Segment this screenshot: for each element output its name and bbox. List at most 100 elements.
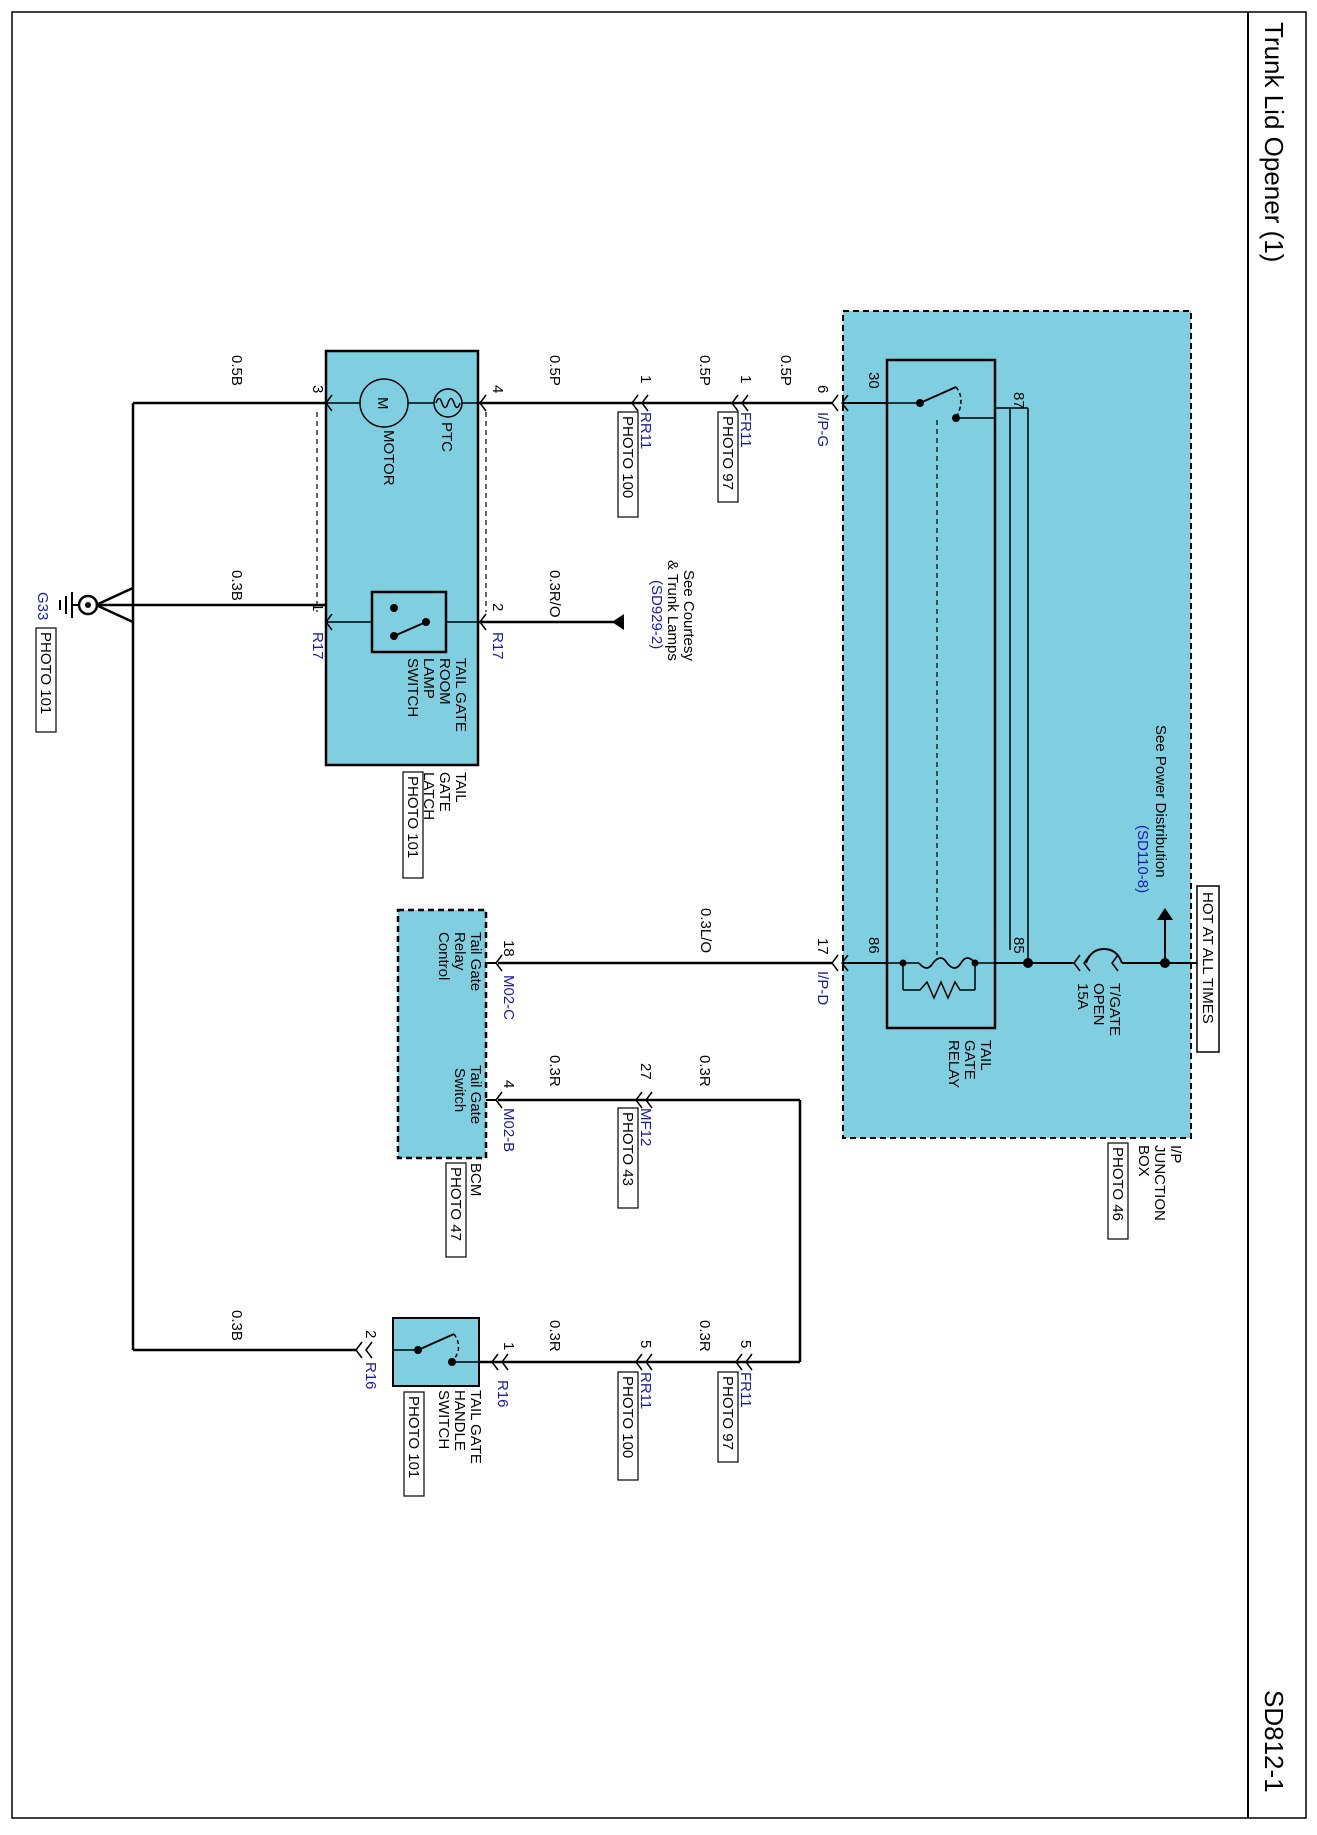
- fr11-a-photo: PHOTO 97: [719, 416, 736, 490]
- relay-contact-dot-a: [916, 399, 924, 407]
- relay-pin-86: 86: [865, 937, 882, 954]
- bcm-switch-1: Tail Gate: [467, 1065, 484, 1124]
- hot-at-all-times-label: HOT AT ALL TIMES: [1199, 892, 1216, 1024]
- power-distribution-ref: (SD110-8): [1134, 825, 1151, 893]
- fr11-a-connector: FR11: [737, 412, 754, 448]
- bcm-relay-ctrl-1: Tail Gate: [467, 932, 484, 991]
- latch-r17-a: R17: [489, 632, 506, 660]
- sheet-code: SD812-1: [1259, 1690, 1289, 1793]
- wire-label-0-3r-b: 0.3R: [696, 1055, 713, 1087]
- handle-conn-b: R16: [362, 1362, 379, 1390]
- bcm-pin-18: 18: [500, 940, 517, 957]
- room-switch-dot-b: [390, 604, 398, 612]
- relay-resistor: [903, 980, 975, 1000]
- latch-pin-4: 4: [489, 385, 506, 393]
- room-switch-label-4: SWITCH: [404, 658, 421, 717]
- ptc-coil: [435, 397, 461, 409]
- ground-photo: PHOTO 101: [37, 632, 54, 714]
- wire-label-0-5p-a: 0.5P: [777, 355, 794, 386]
- rr11-a-photo-box: [617, 411, 639, 518]
- ground-join-b: [95, 603, 134, 624]
- fr11-b-connector-mark: [735, 1353, 753, 1371]
- fr11-a-pin: 1: [737, 375, 754, 383]
- relay-pin-85: 85: [1010, 937, 1027, 954]
- courtesy-line-1: See Courtesy: [680, 570, 697, 661]
- latch-photo: PHOTO 101: [404, 776, 421, 858]
- tail-gate-relay-box: [885, 358, 997, 1030]
- ground-eyelet-center: [85, 602, 91, 608]
- fr11-a-connector-mark: [731, 394, 749, 412]
- wire-label-0-5b: 0.5B: [228, 355, 245, 386]
- handle-pin-1: 1: [500, 1342, 517, 1350]
- mf12-photo-box: [617, 1107, 639, 1209]
- courtesy-ref: (SD929-2): [648, 580, 665, 649]
- mf12-photo: PHOTO 43: [619, 1112, 636, 1186]
- relay-pin-30: 30: [865, 372, 882, 389]
- courtesy-line-2: & Trunk Lamps: [664, 560, 681, 661]
- junction-box-photo-box: [1107, 1142, 1129, 1240]
- bcm-relay-ctrl-3: Control: [435, 932, 452, 980]
- bcm-relay-ctrl-2: Relay: [451, 932, 468, 971]
- relay-label-2: GATE: [961, 1040, 978, 1080]
- wire-label-0-3r-d: 0.3R: [546, 1320, 563, 1352]
- bcm-conn-c: M02-C: [500, 975, 517, 1020]
- junction-box-name-2: JUNCTION: [1151, 1145, 1168, 1221]
- mf12-connector-mark: [635, 1091, 653, 1109]
- bcm-photo-box: [445, 1162, 467, 1258]
- junction-box-photo: PHOTO 46: [1109, 1147, 1126, 1221]
- see-power-distribution: See Power Distribution: [1152, 725, 1169, 878]
- rr11-a-pin: 1: [637, 375, 654, 383]
- handle-conn-a: R16: [494, 1380, 511, 1408]
- bcm-body: [396, 908, 488, 1160]
- handle-photo-box: [403, 1391, 425, 1497]
- fr11-b-connector: FR11: [737, 1372, 754, 1408]
- ground-photo-box: [35, 627, 57, 733]
- bcm-conn-b: M02-B: [500, 1108, 517, 1152]
- relay-label-1: TAIL: [977, 1040, 994, 1071]
- motor-label: MOTOR: [380, 430, 397, 486]
- fr11-b-photo: PHOTO 97: [719, 1376, 736, 1450]
- relay-contact-dash: [955, 386, 962, 419]
- rr11-b-pin: 5: [637, 1340, 654, 1348]
- latch-pin-3: 3: [309, 385, 326, 393]
- wire-label-0-3r-a: 0.3R: [546, 1055, 563, 1087]
- page-border: [11, 11, 1307, 1819]
- relay-coil: [918, 957, 976, 969]
- mf12-pin: 27: [637, 1063, 654, 1080]
- fuse-label-2: OPEN: [1090, 983, 1107, 1026]
- power-arrow: [1157, 908, 1173, 920]
- fr11-a-photo-box: [717, 411, 739, 503]
- handle-photo: PHOTO 101: [405, 1396, 422, 1478]
- latch-name-3: LATCH: [420, 772, 437, 820]
- bcm-switch-2: Switch: [451, 1068, 468, 1112]
- room-switch-arm: [393, 621, 427, 637]
- room-switch-label-1: TAIL GATE: [452, 658, 469, 732]
- fuse-label-1: T/GATE: [1106, 983, 1123, 1036]
- handle-name-1: TAIL GATE: [467, 1390, 484, 1464]
- rr11-b-photo-box: [617, 1371, 639, 1481]
- ptc-label: PTC: [438, 422, 455, 452]
- ipd-connector: I/P-D: [814, 971, 831, 1005]
- junction-box-body: [842, 310, 1192, 1139]
- wire-label-0-5p-c: 0.5P: [546, 355, 563, 386]
- junction-box-name-3: BOX: [1135, 1145, 1152, 1177]
- relay-pin-87: 87: [1010, 392, 1027, 409]
- latch-pin2-connector-mark: [479, 613, 487, 631]
- hot-at-all-times-box: [1196, 885, 1220, 1053]
- rr11-b-connector-mark: [635, 1353, 653, 1371]
- wire-label-0-3ro: 0.3R/O: [546, 570, 563, 618]
- bcm-photo: PHOTO 47: [447, 1167, 464, 1241]
- rr11-a-connector-mark: [631, 394, 649, 412]
- latch-pin1-connector-mark: [325, 613, 333, 631]
- room-switch-label-2: ROOM: [436, 658, 453, 705]
- ground-name: G33: [34, 592, 51, 620]
- wire-label-0-3r-c: 0.3R: [696, 1320, 713, 1352]
- bcm-pin-4: 4: [500, 1080, 517, 1088]
- ipg-connector: I/P-G: [814, 412, 831, 447]
- room-switch-label-3: LAMP: [420, 658, 437, 699]
- latch-pin4-connector-mark: [479, 394, 487, 412]
- wire-label-0-3b-a: 0.3B: [228, 570, 245, 601]
- wire-label-0-3lo: 0.3L/O: [697, 908, 714, 953]
- latch-r17-b: R17: [309, 632, 326, 660]
- latch-name-1: TAIL: [452, 772, 469, 803]
